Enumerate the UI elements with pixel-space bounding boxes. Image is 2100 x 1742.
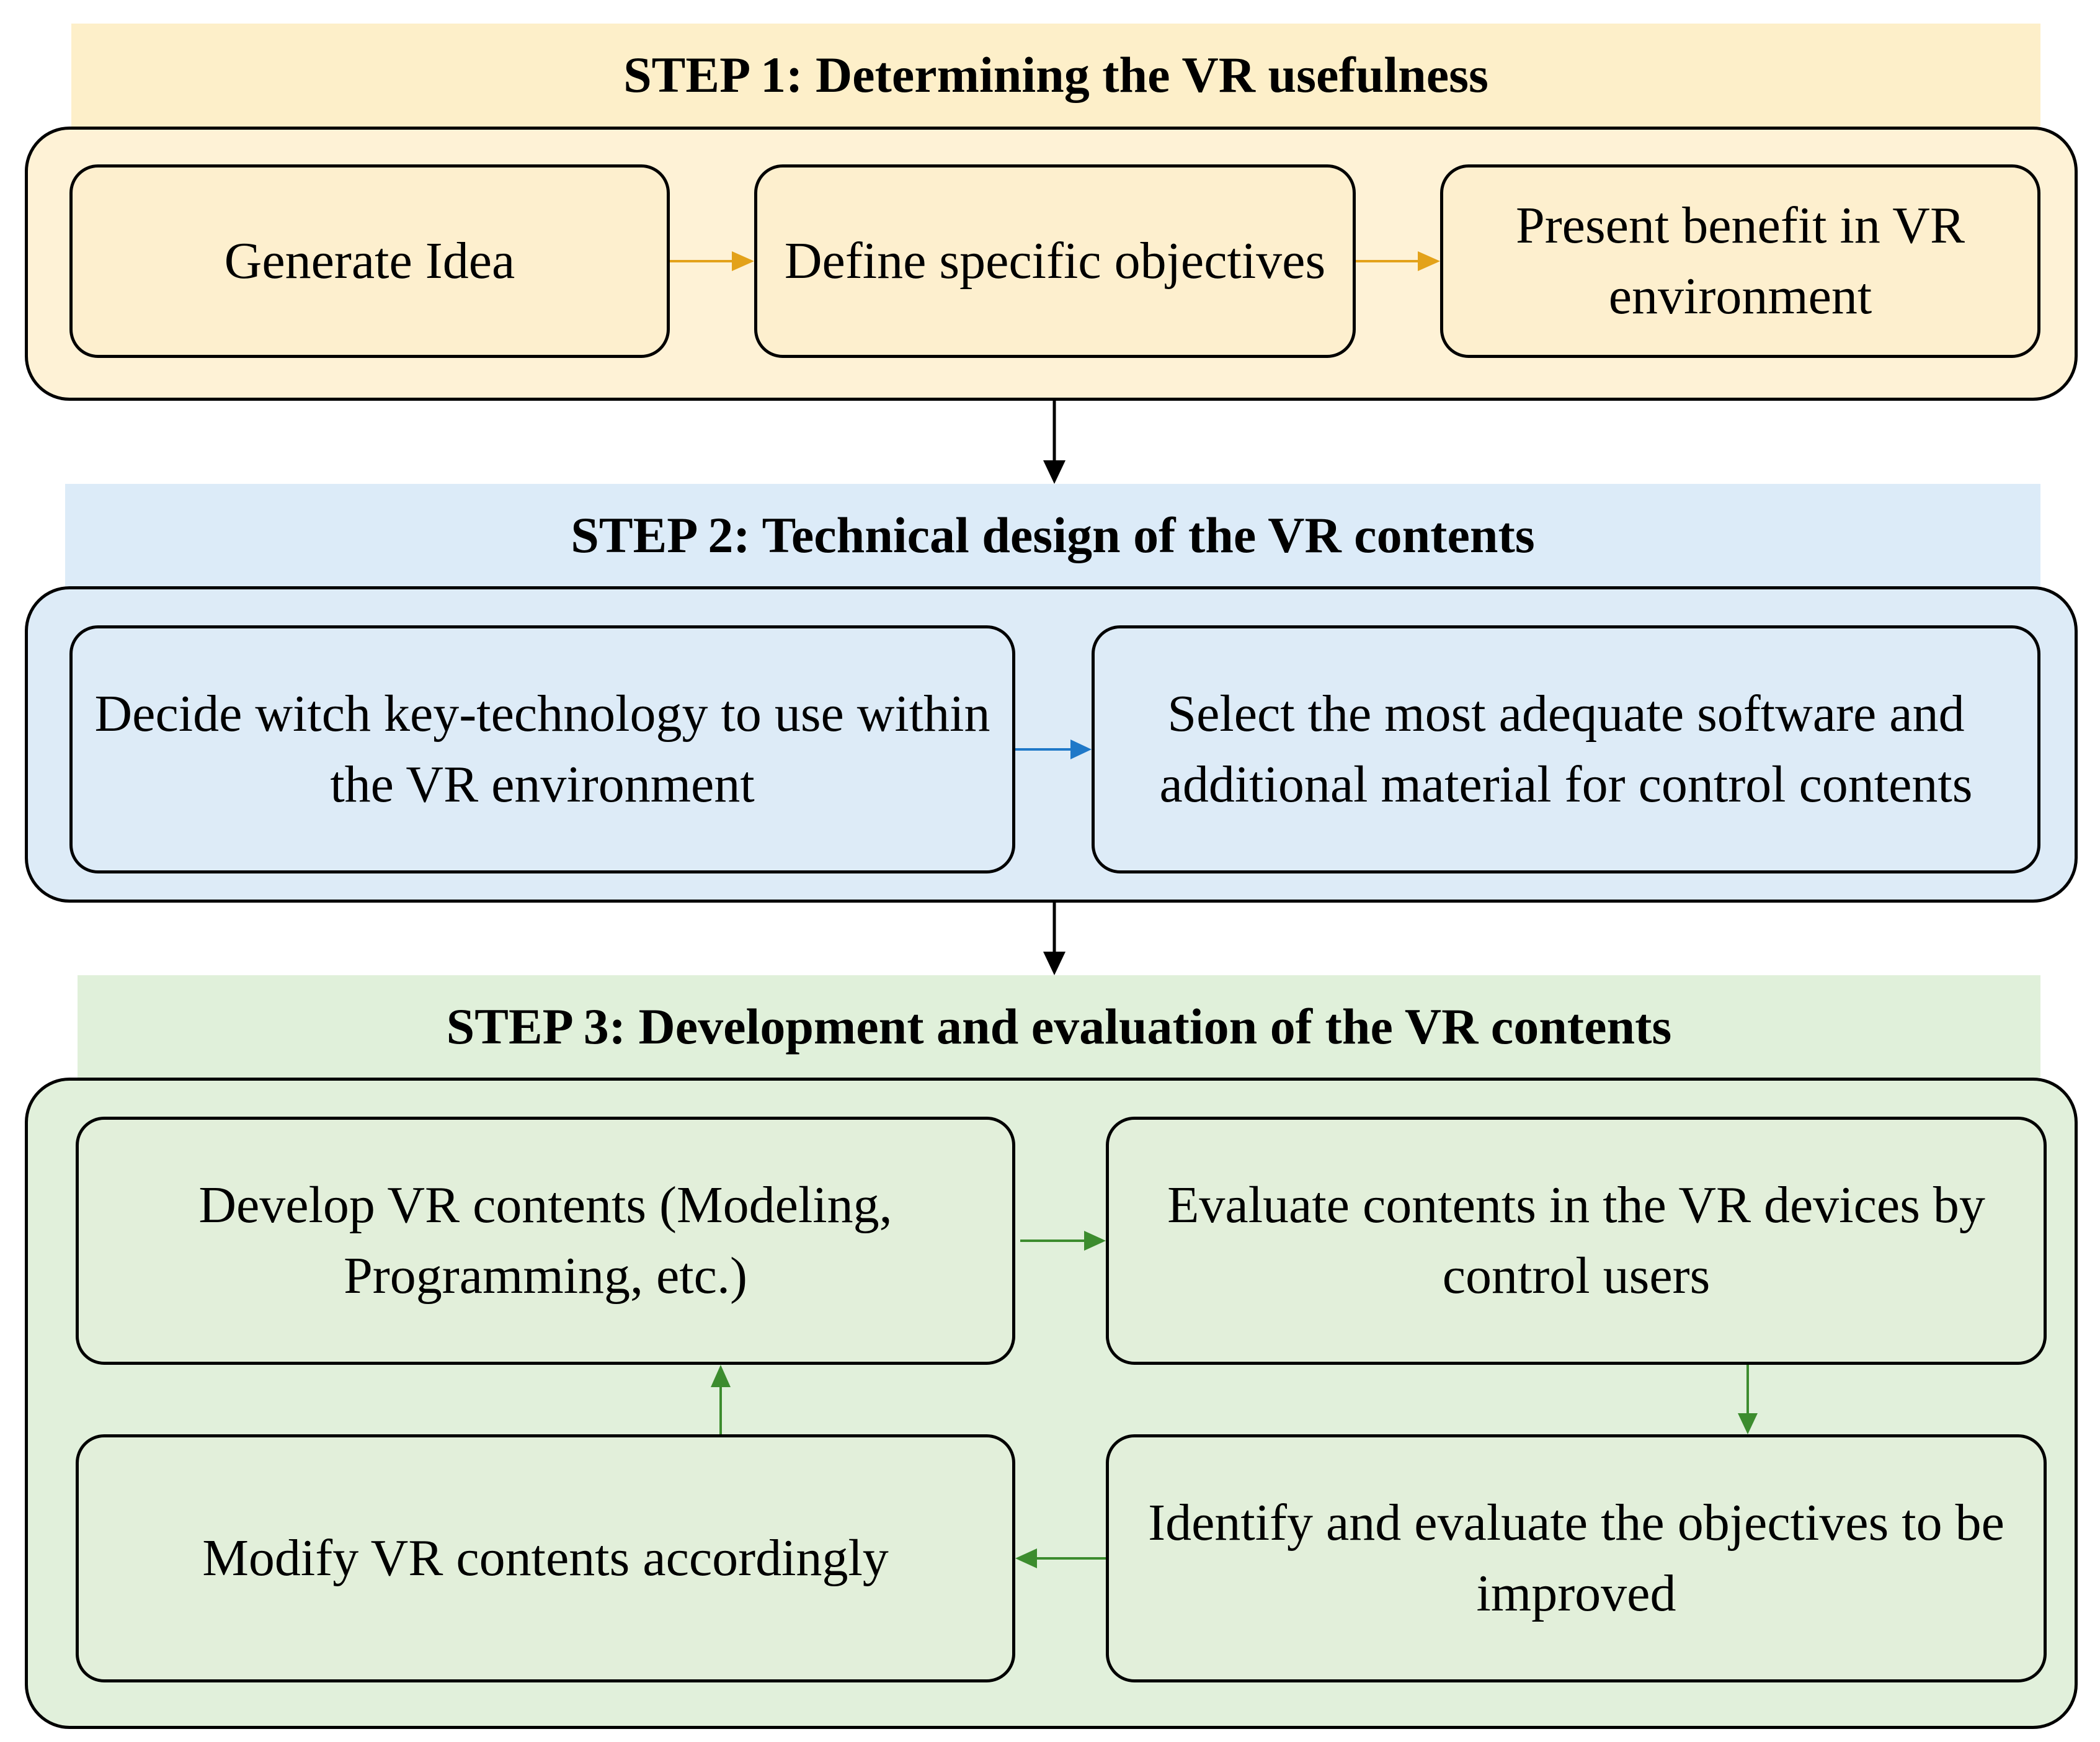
arrow-step1-to-step2 (1043, 401, 1066, 484)
step1-title: STEP 1: Determining the VR usefulness (623, 47, 1488, 103)
step1-box-present-benefit: Present benefit in VR environment (1440, 164, 2040, 358)
step2-box-decide-technology: Decide witch key-technology to use withi… (69, 625, 1015, 873)
step3-box-3-label: Identify and evaluate the objectives to … (1148, 1493, 2004, 1622)
arrow-define-to-present (1356, 251, 1440, 271)
step1-box-define-objectives: Define specific objectives (754, 164, 1356, 358)
step3-box-2-label: Evaluate contents in the VR devices by c… (1167, 1176, 1985, 1305)
arrow-develop-to-evaluate (1020, 1231, 1106, 1251)
step3-box-evaluate-contents: Evaluate contents in the VR devices by c… (1106, 1117, 2047, 1365)
arrow-generate-to-define (670, 251, 754, 271)
step2-header: STEP 2: Technical design of the VR conte… (65, 484, 2040, 586)
step1-header: STEP 1: Determining the VR usefulness (71, 24, 2040, 127)
arrow-modify-to-develop (711, 1365, 731, 1434)
step1-box-generate-idea: Generate Idea (69, 164, 670, 358)
step1-box-3-label: Present benefit in VR environment (1515, 196, 1965, 325)
step3-box-4-label: Modify VR contents accordingly (202, 1529, 889, 1587)
step2-box-2-label: Select the most adequate software and ad… (1159, 684, 1973, 813)
step1-box-2-label: Define specific objectives (784, 231, 1326, 290)
arrow-evaluate-to-identify (1738, 1365, 1758, 1434)
arrow-step2-to-step3 (1043, 903, 1066, 975)
step3-header: STEP 3: Development and evaluation of th… (78, 975, 2040, 1078)
step1-box-1-label: Generate Idea (224, 231, 515, 290)
step2-title: STEP 2: Technical design of the VR conte… (571, 506, 1535, 563)
arrow-identify-to-modify (1015, 1548, 1106, 1568)
step3-box-identify-objectives: Identify and evaluate the objectives to … (1106, 1434, 2047, 1682)
step3-box-develop-contents: Develop VR contents (Modeling, Programmi… (76, 1117, 1015, 1365)
step2-box-select-software: Select the most adequate software and ad… (1092, 625, 2040, 873)
arrow-decide-to-select (1015, 739, 1092, 759)
step2-box-1-label: Decide witch key-technology to use withi… (94, 684, 990, 813)
step3-box-modify-contents: Modify VR contents accordingly (76, 1434, 1015, 1682)
step3-title: STEP 3: Development and evaluation of th… (446, 998, 1672, 1055)
step3-box-1-label: Develop VR contents (Modeling, Programmi… (198, 1176, 892, 1305)
